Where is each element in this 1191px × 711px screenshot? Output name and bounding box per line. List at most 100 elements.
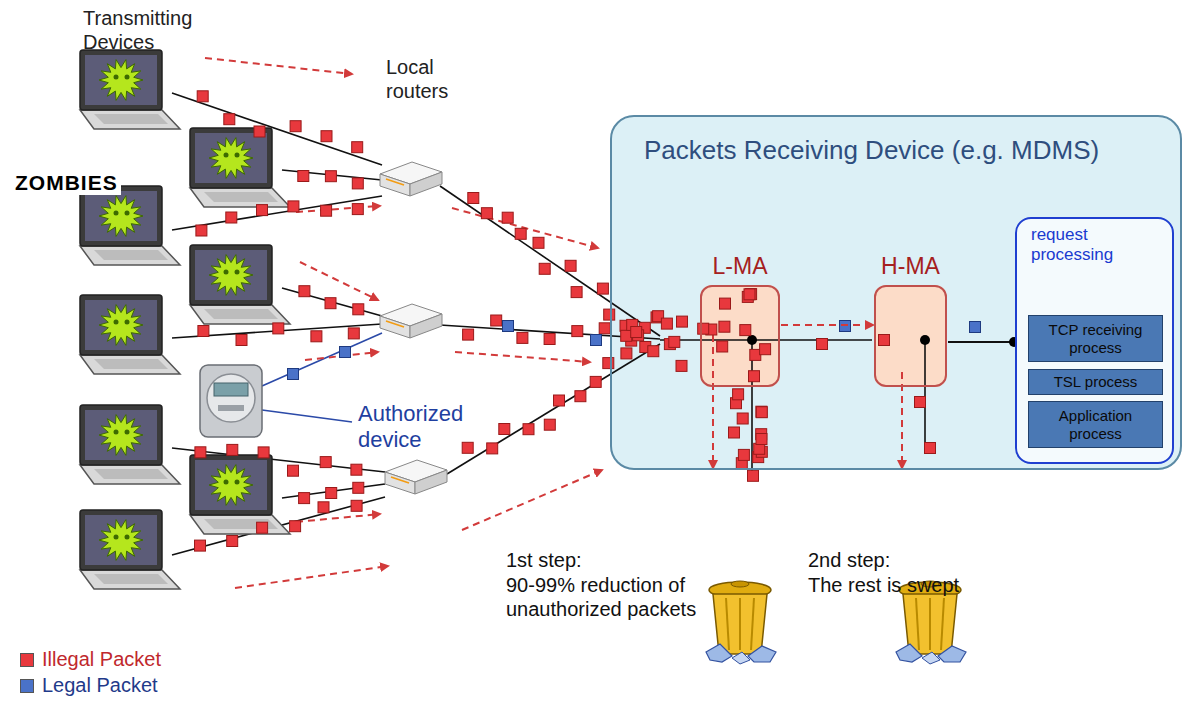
box-fill (610, 115, 1182, 470)
illegal-packet (462, 442, 473, 453)
illegal-packet (481, 208, 492, 219)
illegal-packet (290, 521, 301, 532)
legend-text: Illegal Packet (42, 648, 161, 671)
illegal-packet (348, 328, 359, 339)
node-text: TSL process (1050, 373, 1142, 390)
illegal-packet (590, 376, 601, 387)
node-text: TCP receiving process (1029, 321, 1162, 356)
illegal-packet (720, 298, 731, 309)
illegal-packet (737, 413, 748, 424)
legal-packet (591, 335, 602, 346)
legend-row: Illegal Packet (20, 648, 161, 671)
h-ma-filter-box: H-MA (874, 285, 947, 387)
illegal-packet (288, 465, 299, 476)
illegal-packet (353, 482, 364, 493)
illegal-packet (499, 424, 510, 435)
illegal-packet (196, 225, 207, 236)
illegal-packet (677, 316, 688, 327)
illegal-packet (544, 419, 555, 430)
illegal-packet (539, 263, 550, 274)
illegal-packet (517, 332, 528, 343)
node-text: request processing (1031, 225, 1141, 266)
illegal-packet (760, 344, 771, 355)
illegal-packet (290, 121, 301, 132)
illegal-packet (257, 205, 268, 216)
illegal-packet (318, 502, 329, 513)
illegal-packet (298, 171, 309, 182)
illegal-packet (756, 407, 767, 418)
process-box: Application process (1028, 401, 1163, 448)
illegal-packet (258, 447, 269, 458)
legend-row: Legal Packet (20, 674, 158, 697)
illegal-packet (224, 114, 235, 125)
illegal-packet (523, 424, 534, 435)
illegal-packet (733, 389, 744, 400)
illegal-packet (749, 371, 760, 382)
illegal-packet (621, 330, 632, 341)
illegal-packet (321, 131, 332, 142)
process-box: TCP receiving process (1028, 315, 1163, 362)
illegal-packet (463, 329, 474, 340)
illegal-packet (353, 304, 364, 315)
illegal-packet (195, 540, 206, 551)
illegal-packet (748, 470, 759, 481)
legend-swatch (20, 679, 34, 693)
illegal-packet (879, 335, 890, 346)
illegal-packet (288, 201, 299, 212)
illegal-packet (195, 447, 206, 458)
illegal-packet (352, 204, 363, 215)
illegal-packet (311, 331, 322, 342)
illegal-packet (227, 444, 238, 455)
illegal-packet (321, 205, 332, 216)
illegal-packet (544, 334, 555, 345)
l-ma-filter-box: L-MA (700, 285, 780, 387)
illegal-packet (740, 325, 751, 336)
illegal-packet (197, 91, 208, 102)
illegal-packet (621, 348, 632, 359)
illegal-packet (320, 457, 331, 468)
illegal-packet (352, 178, 363, 189)
illegal-packet (351, 500, 362, 511)
illegal-packet (226, 212, 237, 223)
box-fill (874, 285, 947, 387)
illegal-packet (597, 283, 608, 294)
legal-packet (970, 322, 981, 333)
legend-swatch (20, 653, 34, 667)
illegal-packet (487, 443, 498, 454)
illegal-packet (744, 289, 755, 300)
illegal-packet (352, 142, 363, 153)
legend-text: Legal Packet (42, 674, 158, 697)
group-label: Transmitting Devices (83, 6, 233, 54)
illegal-packet (575, 391, 586, 402)
node-text: L-MA (702, 253, 778, 280)
illegal-packet (729, 427, 740, 438)
illegal-packet (599, 323, 610, 334)
illegal-packet (227, 536, 238, 547)
step-label: 1st step: (506, 548, 582, 572)
legal-packet (503, 321, 514, 332)
illegal-packet (468, 193, 479, 204)
legal-packet (340, 347, 351, 358)
illegal-packet (257, 522, 268, 533)
illegal-packet (198, 326, 209, 337)
illegal-packet (669, 336, 680, 347)
illegal-packet (533, 237, 544, 248)
illegal-packet (571, 287, 582, 298)
illegal-packet (676, 360, 687, 371)
illegal-packet (719, 321, 730, 332)
illegal-packet (817, 339, 828, 350)
illegal-packet (661, 318, 672, 329)
step-note: The rest is swept (808, 573, 959, 597)
node-text: Application process (1029, 407, 1162, 442)
illegal-packet (603, 358, 614, 369)
receiving-device-panel: Packets Receiving Device (e.g. MDMS)L-MA… (610, 115, 1182, 470)
illegal-packet (648, 346, 659, 357)
illegal-packet (326, 488, 337, 499)
illegal-packet (491, 315, 502, 326)
node-text: H-MA (876, 253, 945, 280)
group-label: Local routers (386, 55, 481, 103)
illegal-packet (254, 126, 265, 137)
illegal-packet (273, 323, 284, 334)
